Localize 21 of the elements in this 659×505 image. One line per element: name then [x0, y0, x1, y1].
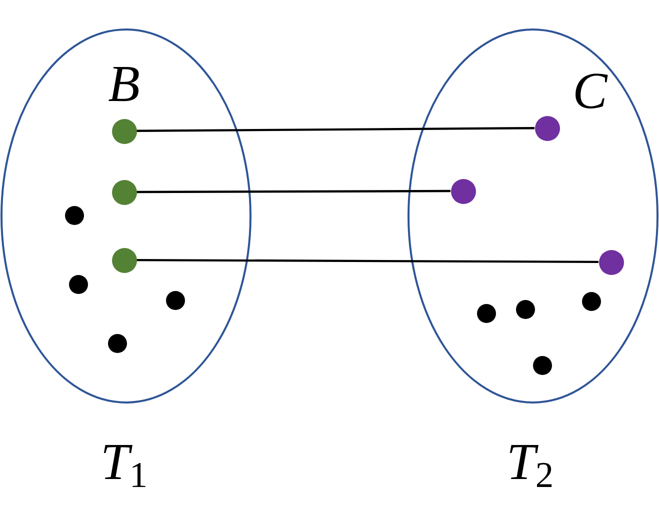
connector-line [136, 190, 450, 194]
point-dot [64, 206, 84, 224]
subset-label: C [572, 66, 608, 118]
set-label: T$_{2}$ [506, 437, 554, 489]
set-label: T$_{1}$ [100, 437, 148, 489]
point-dot [582, 292, 600, 310]
point-dot [68, 274, 88, 294]
connector-line [136, 127, 534, 132]
point-dot [112, 118, 136, 144]
point-dot [166, 290, 184, 310]
point-dot [534, 116, 560, 140]
point-dot [112, 180, 136, 204]
point-dot [112, 248, 136, 272]
point-dot [598, 250, 624, 274]
point-dot [476, 304, 496, 322]
subset-label: B [108, 59, 140, 111]
point-dot [516, 300, 534, 318]
connector-line [136, 258, 598, 264]
point-dot [450, 178, 476, 204]
point-dot [108, 334, 126, 352]
point-dot [532, 356, 552, 374]
